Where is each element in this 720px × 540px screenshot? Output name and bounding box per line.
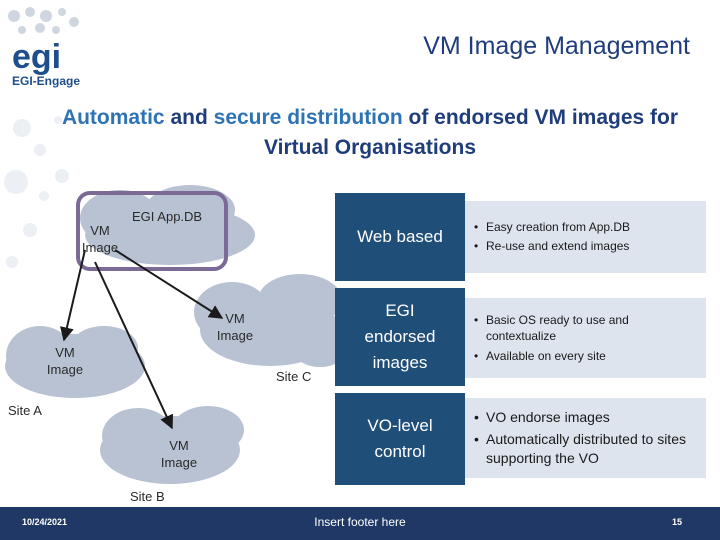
vm-image-top: VM Image	[74, 222, 126, 256]
bullet-basic-os: Basic OS ready to use and contextualize	[474, 312, 700, 344]
bullet-available: Available on every site	[474, 348, 700, 364]
vm-image-a-line1: VM	[55, 345, 75, 360]
row-vo-level-box: VO-level control	[335, 393, 465, 485]
vm-image-b-line1: VM	[169, 438, 189, 453]
footer-bar	[0, 507, 720, 540]
vm-image-site-a: VM Image	[38, 344, 92, 378]
subtitle-rest: of endorsed VM images for Virtual Organi…	[264, 106, 679, 159]
subtitle-secure-distribution: secure distribution	[213, 106, 403, 129]
row-vo-level-line1: VO-level	[367, 416, 433, 435]
footer-text: Insert footer here	[314, 515, 406, 529]
row-web-based-label: Web based	[357, 227, 443, 246]
arrow-to-site-c	[114, 249, 224, 319]
site-a-cloud	[5, 326, 145, 398]
bullet-vo-endorse: VO endorse images	[474, 408, 700, 427]
site-c-label: Site C	[276, 369, 312, 384]
egi-logo: egi EGI-Engage	[0, 0, 110, 100]
row-endorsed-line1: EGI	[385, 301, 415, 320]
appdb-label: EGI App.DB	[132, 209, 203, 224]
subtitle-automatic: Automatic	[61, 106, 165, 129]
row-vo-level-desc: VO endorse images Automatically distribu…	[462, 398, 706, 478]
row-web-based-box: Web based	[335, 193, 465, 281]
slide-title: VM Image Management	[423, 32, 690, 60]
bullet-auto-distributed: Automatically distributed to sites suppo…	[474, 430, 700, 468]
row-endorsed-box: EGI endorsed images	[335, 288, 465, 386]
vm-image-a-line2: Image	[46, 362, 84, 377]
page-number: 15	[672, 517, 683, 527]
row-endorsed-line2: endorsed	[364, 327, 436, 346]
row-vo-level-line2: control	[374, 442, 426, 461]
vm-image-b-line2: Image	[160, 455, 198, 470]
vm-image-c-line2: Image	[216, 328, 254, 343]
arrow-to-site-a	[60, 249, 86, 342]
bullet-reuse: Re-use and extend images	[474, 237, 630, 256]
vm-image-c-line1: VM	[225, 311, 245, 326]
vm-image-top-line1: VM	[90, 223, 110, 238]
appdb-cloud	[80, 185, 255, 265]
row-endorsed-desc: Basic OS ready to use and contextualize …	[462, 298, 706, 378]
vm-image-site-b: VM Image	[152, 437, 206, 471]
arrow-to-site-b	[94, 261, 174, 430]
slide-subtitle: Automatic and secure distribution of end…	[60, 103, 680, 163]
appdb-box	[76, 191, 228, 271]
logo-tagline: EGI-Engage	[12, 74, 80, 88]
site-a-label: Site A	[8, 403, 42, 418]
subtitle-and: and	[164, 106, 214, 129]
egi-logo-graphic: egi EGI-Engage	[8, 7, 80, 88]
bullet-easy-creation: Easy creation from App.DB	[474, 218, 630, 237]
row-endorsed-line3: images	[372, 353, 428, 372]
site-b-label: Site B	[130, 489, 165, 504]
site-b-cloud	[100, 406, 244, 484]
vm-image-top-line2: Image	[81, 240, 119, 255]
row-web-based-desc: Easy creation from App.DB Re-use and ext…	[462, 201, 706, 273]
footer-date: 10/24/2021	[22, 517, 68, 527]
vm-image-site-c: VM Image	[208, 310, 262, 344]
logo-wordmark: egi	[12, 38, 61, 76]
